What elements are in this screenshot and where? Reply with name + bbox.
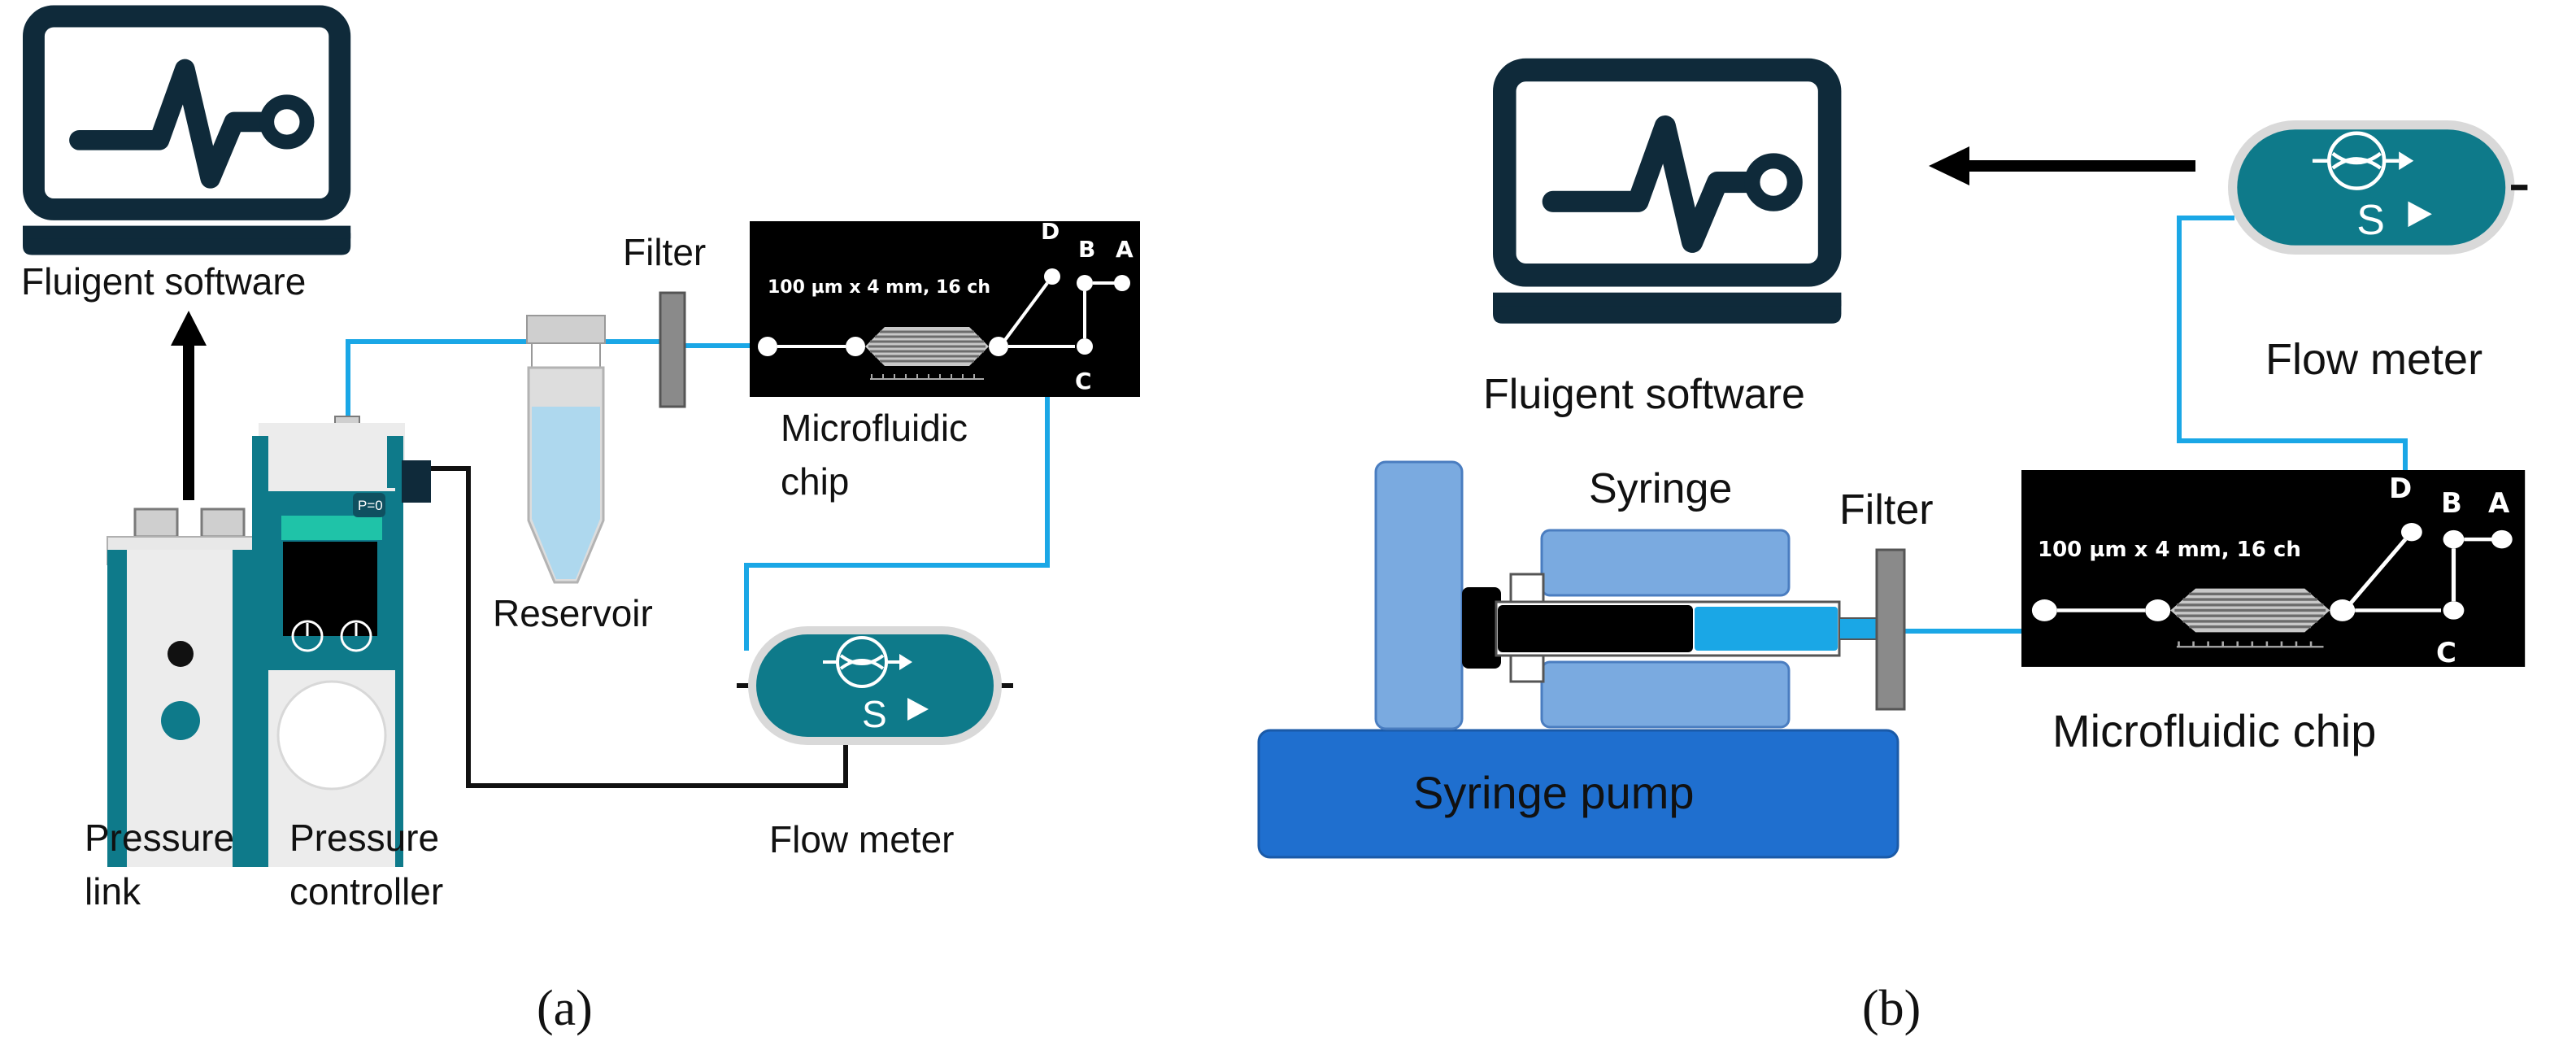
- filter-label: Filter: [1839, 486, 1934, 534]
- chip-label-2: chip: [781, 460, 849, 503]
- port-d: D: [1041, 218, 1060, 245]
- filter-label: Filter: [623, 231, 706, 273]
- pressure-link-label-1: Pressure: [85, 817, 234, 859]
- flow-meter-label: Flow meter: [769, 818, 954, 860]
- port-c: C: [1075, 368, 1092, 394]
- port-b: B: [1078, 236, 1095, 263]
- display-text: P=0: [358, 498, 383, 513]
- syringe-holder-bottom: [1540, 660, 1791, 729]
- laptop-icon: [23, 16, 350, 255]
- microfluidic-chip: 100 µm x 4 mm, 16 ch D B A C: [750, 218, 1140, 397]
- port-b: B: [2441, 487, 2462, 520]
- caption-b: (b): [1862, 981, 1921, 1036]
- chip-b-labels: 100 µm x 4 mm, 16 ch D B A C: [2038, 473, 2510, 669]
- flow-meter-label: Flow meter: [2265, 335, 2482, 384]
- tube-chip-to-flowmeter: [744, 277, 1050, 651]
- software-label: Fluigent software: [1483, 371, 1805, 418]
- chip-spec: 100 µm x 4 mm, 16 ch: [2038, 538, 2301, 562]
- arrow-up-icon: [171, 311, 207, 500]
- reservoir-label: Reservoir: [493, 592, 653, 634]
- port-d: D: [2389, 473, 2412, 505]
- pressure-link-device: [107, 508, 268, 867]
- reservoir-tube: [526, 315, 606, 584]
- pressure-controller-label-1: Pressure: [289, 817, 439, 859]
- flow-meter: S: [2228, 120, 2528, 255]
- cable-controller-to-flowmeter: [428, 466, 848, 788]
- syringe-liquid: [1695, 607, 1838, 651]
- pressure-controller-label-2: controller: [289, 870, 443, 913]
- fan-icon: [168, 641, 194, 667]
- pump-end-block: [1374, 460, 1464, 730]
- panel-b: Fluigent software S Flow meter Syringe p…: [1257, 70, 2528, 1036]
- tube-controller-to-reservoir: [346, 339, 529, 416]
- plunger-rod: [1498, 605, 1693, 652]
- pressure-controller-device: P=0: [252, 416, 431, 867]
- sensor-letter: S: [862, 693, 887, 735]
- sensor-letter: S: [2356, 197, 2385, 244]
- caption-a: (a): [537, 981, 593, 1036]
- syringe-tip: [1838, 617, 1879, 640]
- laptop-icon: [1493, 70, 1841, 324]
- port-a: A: [1116, 236, 1134, 263]
- plunger-head: [1462, 587, 1501, 669]
- pump-label: Syringe pump: [1413, 767, 1695, 818]
- arrow-left-icon: [1929, 146, 2195, 185]
- syringe-label: Syringe: [1589, 465, 1732, 512]
- filter: [659, 291, 686, 408]
- chip-label-1: Microfluidic: [781, 407, 968, 449]
- syringe-holder-top: [1540, 529, 1791, 597]
- software-label: Fluigent software: [21, 260, 306, 303]
- chip-spec: 100 µm x 4 mm, 16 ch: [768, 277, 990, 298]
- flow-meter: S: [737, 625, 1013, 747]
- panel-a: Fluigent software P=0: [21, 16, 1140, 1036]
- chip-label: Microfluidic chip: [2052, 705, 2376, 756]
- port-c: C: [2436, 637, 2456, 669]
- filter: [1875, 548, 1906, 711]
- syringe-pump-base: [1257, 729, 1899, 859]
- microfluidic-chip: [2021, 470, 2526, 667]
- port-a: A: [2488, 487, 2510, 520]
- led-indicator: [161, 701, 200, 740]
- pressure-link-label-2: link: [85, 870, 141, 913]
